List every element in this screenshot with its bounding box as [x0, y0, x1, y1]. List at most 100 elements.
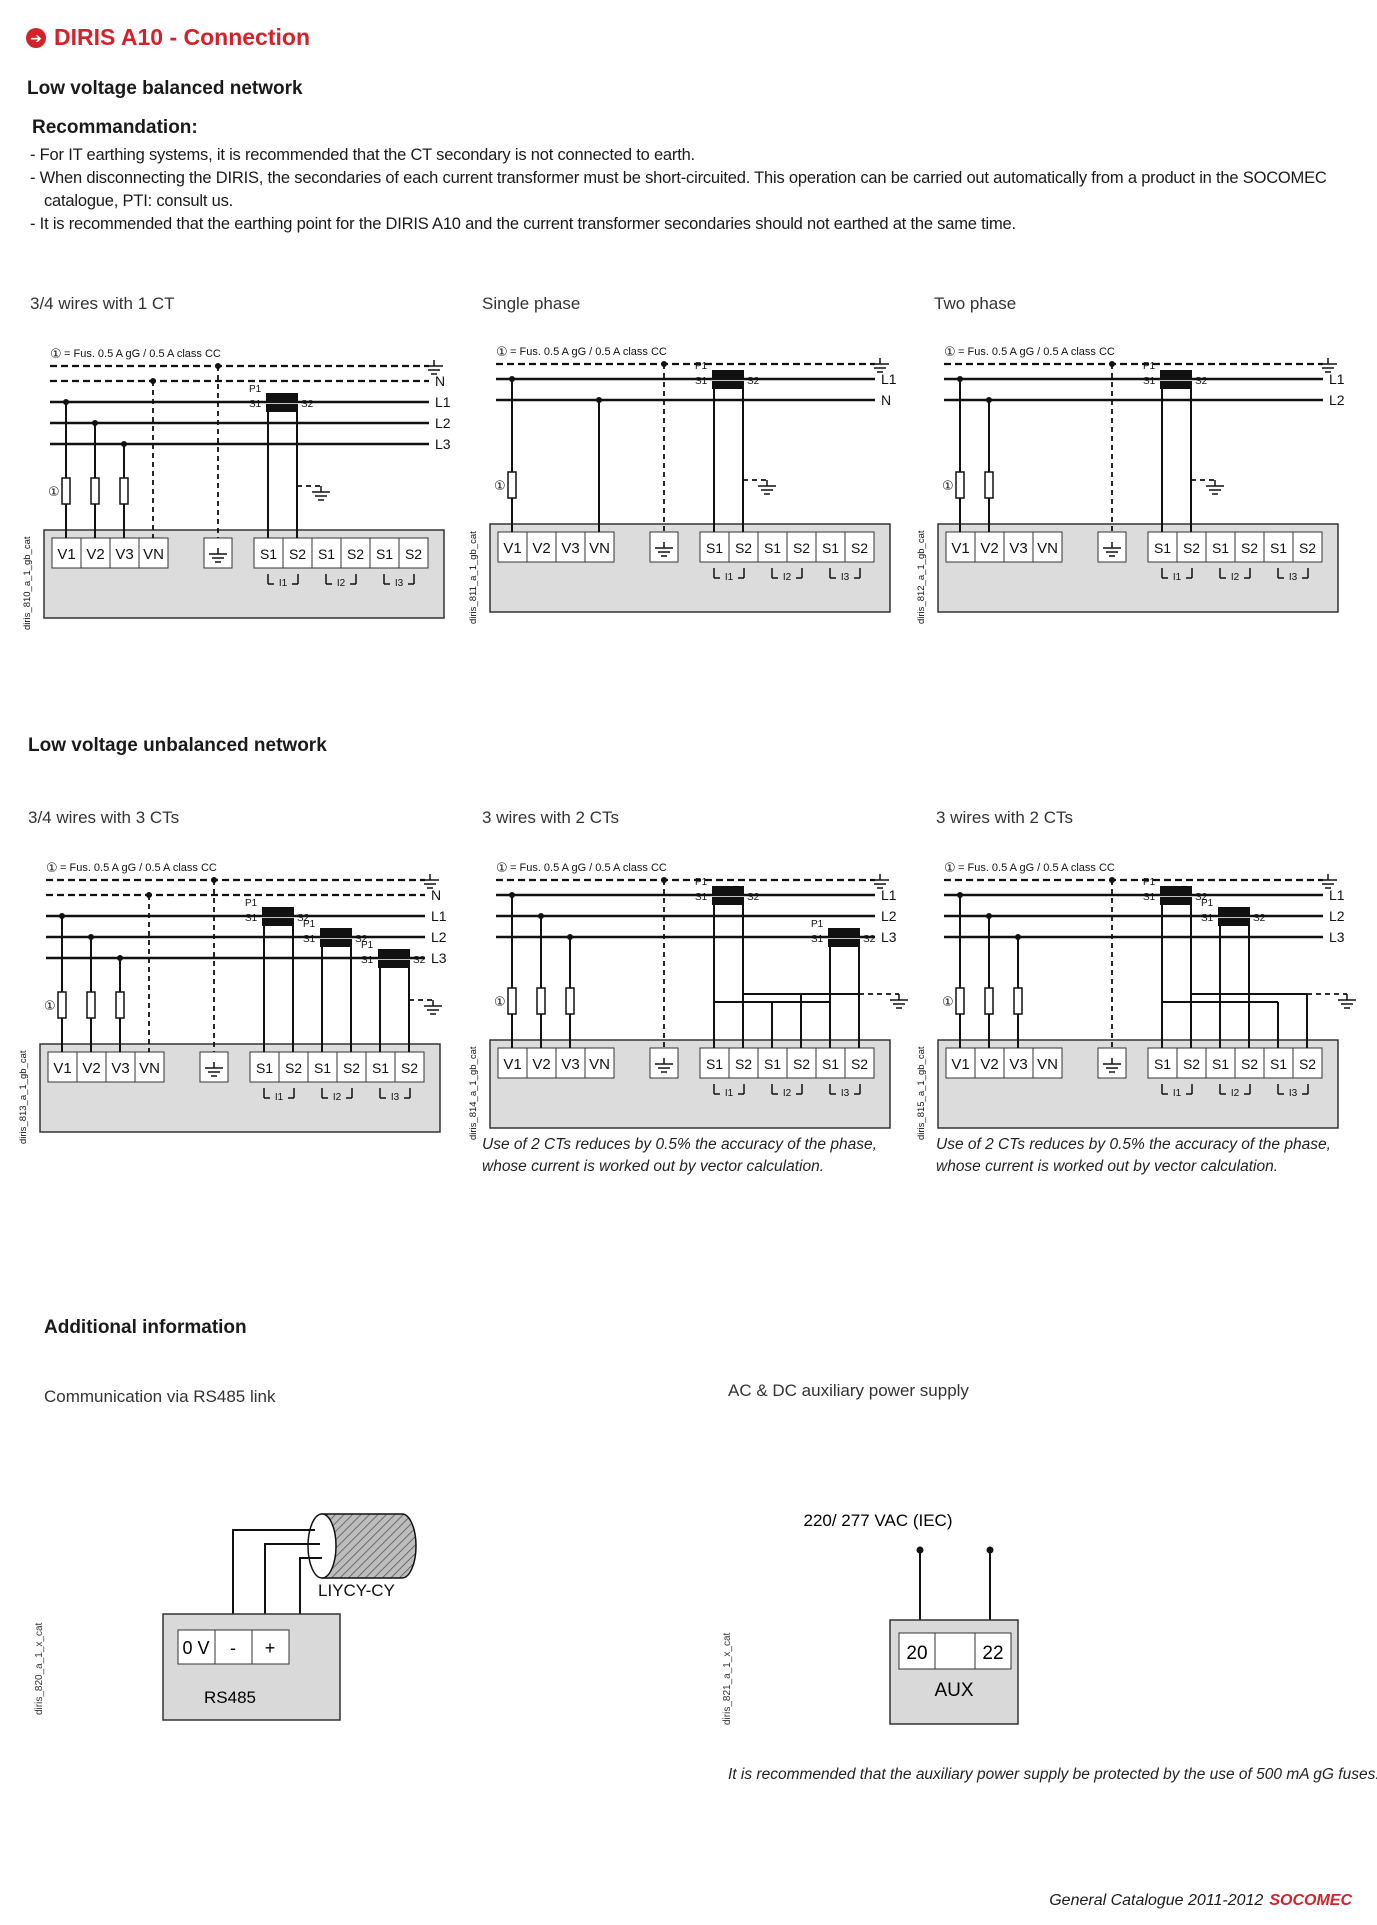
current-label: I2	[1231, 1088, 1240, 1099]
ct-core	[1160, 381, 1192, 389]
terminal-label: S1	[376, 546, 393, 562]
fuse	[115, 991, 125, 1019]
ct-core	[1160, 370, 1192, 378]
terminal-label: S1	[1212, 540, 1229, 556]
terminal	[1032, 1047, 1063, 1079]
line-label: N	[431, 887, 441, 903]
current-label: I1	[275, 1092, 284, 1103]
terminal	[844, 531, 875, 563]
fuse	[61, 477, 71, 505]
diagram-code: diris_814_a_1_gb_cat	[468, 1046, 479, 1140]
current-label: I1	[279, 578, 288, 589]
terminal-label: V2	[82, 1060, 100, 1077]
terminal-label: S2	[1183, 540, 1200, 556]
line-label: L1	[1329, 371, 1345, 387]
wire	[264, 1543, 320, 1630]
diagram-title: 3 wires with 2 CTs	[482, 808, 619, 827]
terminal	[974, 1632, 1012, 1670]
fuse-mark-icon: ①	[46, 860, 58, 875]
terminal	[1003, 531, 1034, 563]
diagram-code: diris_813_a_1_gb_cat	[18, 1050, 29, 1144]
accuracy-note: Use of 2 CTs reduces by 0.5% the accurac…	[936, 1136, 1331, 1175]
ct-label: S1	[249, 399, 262, 410]
page-title-text: DIRIS A10 - Connection	[54, 24, 310, 50]
terminal-label: VN	[143, 546, 164, 563]
diagram-code: diris_810_a_1_gb_cat	[22, 536, 33, 630]
terminal-label: V2	[980, 540, 998, 557]
terminal-label: S2	[1183, 1056, 1200, 1072]
ct-core	[828, 928, 860, 936]
line-label: N	[881, 392, 891, 408]
fuse-mark-icon: ①	[942, 994, 954, 1009]
ct-core	[262, 918, 294, 926]
ct-label: S1	[245, 913, 258, 924]
current-label: I1	[1173, 572, 1182, 583]
terminal	[1234, 1047, 1265, 1079]
rs485-diagram: diris_820_a_1_x_cat LIYCY-CY 0 V - + RS4…	[34, 1513, 417, 1721]
fuse-mark-icon: ①	[494, 478, 506, 493]
terminal-label: VN	[589, 540, 610, 557]
ct-label: S1	[695, 892, 708, 903]
recommendation-title: Recommandation:	[32, 117, 198, 138]
diagram-title: 3 wires with 2 CTs	[936, 808, 1073, 827]
terminal-label: V1	[503, 1056, 521, 1073]
terminal	[1263, 531, 1294, 563]
terminal-label: VN	[1037, 540, 1058, 557]
ct-core	[262, 907, 294, 915]
ct-label: S1	[695, 376, 708, 387]
ct-label: S2	[863, 934, 876, 945]
terminal-label: S2	[1241, 1056, 1258, 1072]
diagram-code: diris_811_a_1_gb_cat	[468, 531, 479, 624]
terminal-label: S1	[1270, 540, 1287, 556]
fuse-mark-icon: ①	[944, 344, 956, 359]
fuse	[984, 987, 994, 1015]
terminal-label: V1	[951, 1056, 969, 1073]
ct-core	[1160, 886, 1192, 894]
ct-core	[712, 897, 744, 905]
recommendation-line: - For IT earthing systems, it is recomme…	[30, 146, 695, 164]
fuse-mark-icon: ①	[942, 478, 954, 493]
fuse	[955, 471, 965, 499]
terminal-label: V1	[53, 1060, 71, 1077]
terminal-label: S1	[706, 540, 723, 556]
terminal	[945, 1047, 976, 1079]
current-label: I3	[1289, 1088, 1298, 1099]
terminal-label: S2	[735, 540, 752, 556]
diagram-code: diris_815_a_1_gb_cat	[916, 1046, 927, 1140]
terminal	[311, 537, 342, 569]
ct-label: P1	[811, 919, 824, 930]
unbalanced-heading: Low voltage unbalanced network	[28, 735, 327, 756]
wiring-diagram-3-wires-2cts-a: diris_814_a_1_gb_cat ① = Fus. 0.5 A gG / 0…	[468, 860, 908, 1140]
terminal-label: +	[265, 1638, 276, 1658]
ct-label: P1	[1143, 877, 1156, 888]
terminal	[253, 537, 284, 569]
ct-label: S1	[361, 955, 374, 966]
fuse-legend: = Fus. 0.5 A gG / 0.5 A class CC	[510, 346, 667, 358]
current-label: I1	[725, 1088, 734, 1099]
ct-label: S2	[1195, 892, 1208, 903]
terminal-label: 22	[982, 1643, 1003, 1664]
line-label: L1	[881, 371, 897, 387]
terminal-label: S2	[793, 540, 810, 556]
cable-end	[307, 1513, 337, 1579]
ct-label: S1	[811, 934, 824, 945]
terminal-label: VN	[1037, 1056, 1058, 1073]
ct-core	[1218, 918, 1250, 926]
current-label: I1	[725, 572, 734, 583]
terminal	[278, 1051, 309, 1083]
terminal-label: S2	[289, 546, 306, 562]
terminal-label: V2	[980, 1056, 998, 1073]
module-label: RS485	[204, 1688, 256, 1707]
terminal-label: S2	[405, 546, 422, 562]
terminal-label: S1	[318, 546, 335, 562]
line-label: L2	[1329, 908, 1345, 924]
line-label: L3	[881, 929, 897, 945]
fuse	[90, 477, 100, 505]
fuse-legend: = Fus. 0.5 A gG / 0.5 A class CC	[510, 862, 667, 874]
page-title: ➔DIRIS A10 - Connection	[26, 24, 310, 51]
terminal-label: V1	[503, 540, 521, 557]
fuse-mark-icon: ①	[494, 994, 506, 1009]
line-label: L3	[435, 436, 451, 452]
recommendation-line: - When disconnecting the DIRIS, the seco…	[30, 169, 1327, 187]
